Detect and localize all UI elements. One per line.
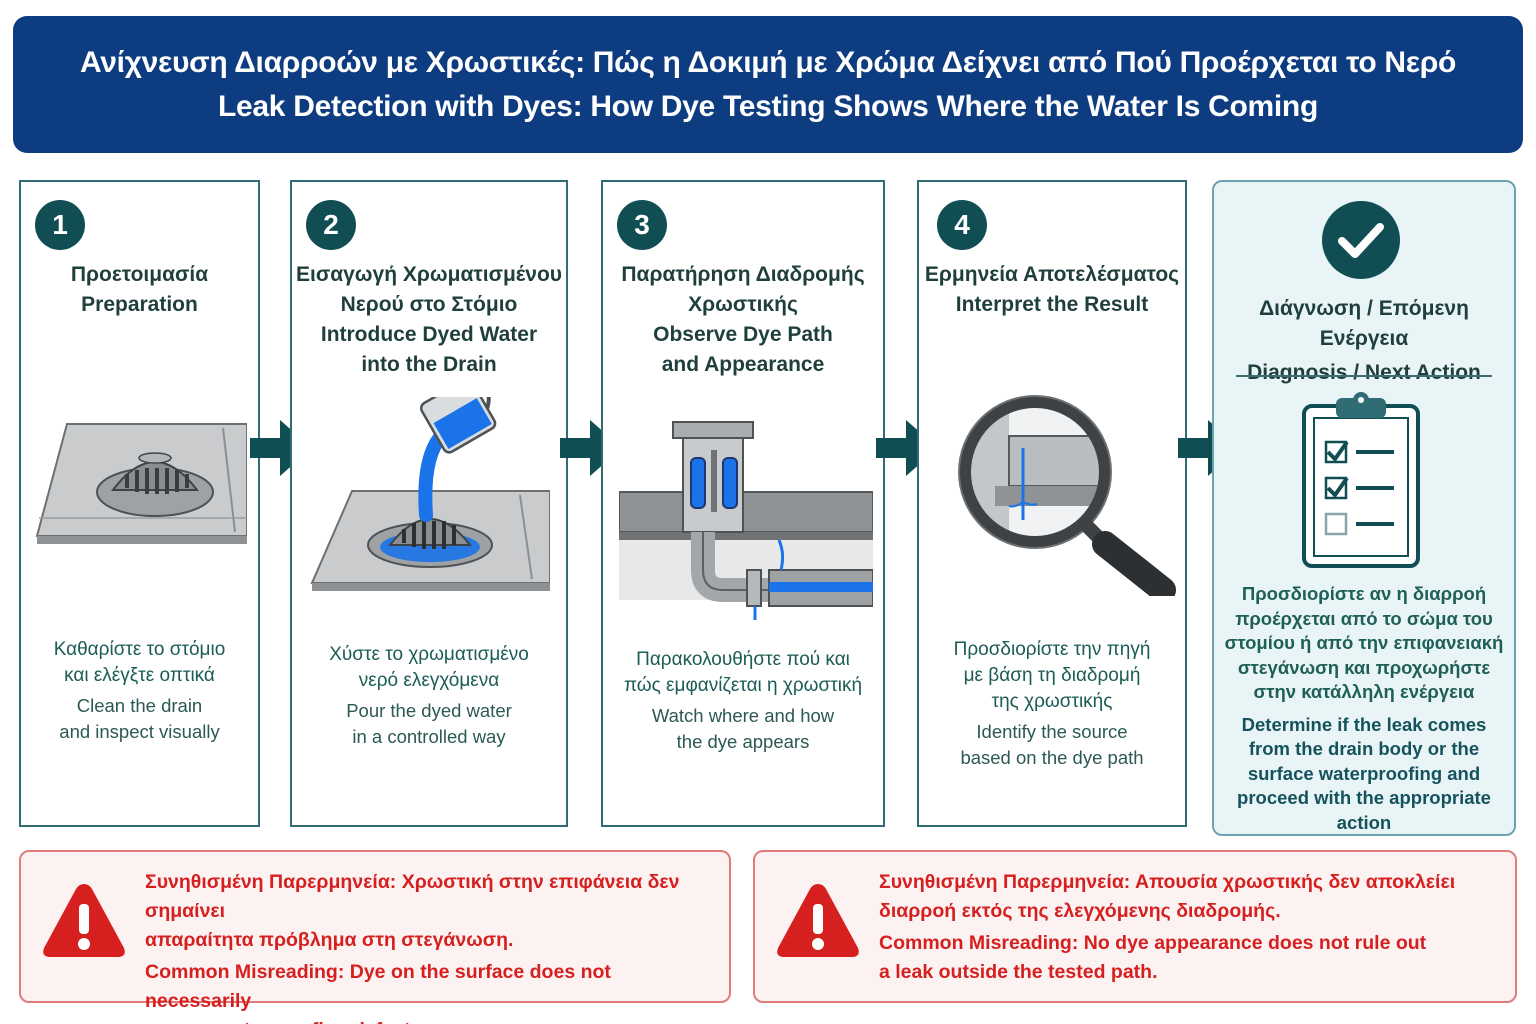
final-gr-line: στεγάνωση και προχωρήστε xyxy=(1237,656,1491,678)
desc-en-line: the dye appears xyxy=(676,731,810,752)
magnifier-icon xyxy=(958,395,1176,596)
step-title-greek: Ερμηνεία Αποτελέσματος xyxy=(924,263,1180,286)
step-number-badge: 2 xyxy=(306,200,356,250)
final-gr-line: προέρχεται από το σώμα του xyxy=(1235,607,1493,629)
final-gr-line: στην κατάλληλη ενέργεια xyxy=(1253,681,1475,702)
desc-en-line: Identify the source xyxy=(976,721,1128,742)
desc-gr-line: Παρακολουθήστε πού και xyxy=(636,649,850,670)
desc-en-line: Clean the drain xyxy=(76,695,203,716)
header-banner: Ανίχνευση Διαρροών με Χρωστικές: Πώς η Δ… xyxy=(13,16,1523,153)
step-card-1: 1 Προετοιμασία Preparation Καθαρίστε το … xyxy=(19,180,260,827)
step-title-english: into the Drain xyxy=(361,353,497,376)
warning-en-line: mean a waterproofing defect. xyxy=(145,1016,715,1024)
warning-gr-line: Συνηθισμένη Παρερμηνεία: Απουσία χρωστικ… xyxy=(879,871,1456,893)
desc-gr-line: και ελέγξτε οπτικά xyxy=(64,665,215,686)
warning-gr-line: απαραίτητα πρόβλημα στη στεγάνωση. xyxy=(145,929,514,951)
step-title: Παρατήρηση Διαδρομής Χρωστικής Observe D… xyxy=(603,260,883,380)
warning-gr-line: διαρροή εκτός της ελεγχόμενης διαδρομής. xyxy=(879,900,1281,922)
warning-box-1: Συνηθισμένη Παρερμηνεία: Χρωστική στην ε… xyxy=(19,850,731,1024)
clipboard-checklist-icon xyxy=(1302,392,1420,568)
step-number-badge: 4 xyxy=(937,200,987,250)
warning-text: Συνηθισμένη Παρερμηνεία: Χρωστική στην ε… xyxy=(145,868,715,1024)
diagnosis-title-english: Diagnosis / Next Action xyxy=(1247,361,1481,384)
step-title-greek: Νερού στο Στόμιο xyxy=(340,293,518,316)
desc-gr-line: Χύστε το χρωματισμένο xyxy=(329,644,529,665)
diagnosis-title: Διάγνωση / Επόμενη Ενέργεια Diagnosis / … xyxy=(1214,294,1514,388)
warning-en-line: Common Misreading: No dye appearance doe… xyxy=(879,932,1427,954)
drain-cross-section-icon xyxy=(619,421,873,620)
warning-en-line: Common Misreading: Dye on the surface do… xyxy=(145,961,611,1012)
warning-text: Συνηθισμένη Παρερμηνεία: Απουσία χρωστικ… xyxy=(879,868,1501,987)
step-title-greek: Χρωστικής xyxy=(688,293,798,316)
final-en-line: Determine if the leak comes xyxy=(1241,713,1487,735)
final-en-line: surface waterproofing and xyxy=(1247,762,1481,784)
pouring-dye-icon xyxy=(310,397,550,591)
step-title: Προετοιμασία Preparation xyxy=(21,260,258,320)
warning-icon xyxy=(43,884,125,957)
step-title-english: Observe Dye Path xyxy=(653,323,833,346)
desc-en-line: Watch where and how xyxy=(651,705,835,726)
step-card-2: 2 Εισαγωγή Χρωματισμένου Νερού στο Στόμι… xyxy=(290,180,568,827)
title-greek: Ανίχνευση Διαρροών με Χρωστικές: Πώς η Δ… xyxy=(79,45,1456,79)
desc-gr-line: Προσδιορίστε την πηγή xyxy=(953,639,1151,660)
arrow-right-icon xyxy=(876,420,938,476)
step-title-greek: Προετοιμασία xyxy=(70,263,209,286)
step-title: Ερμηνεία Αποτελέσματος Interpret the Res… xyxy=(919,260,1185,320)
final-gr-line: στομίου ή από την επιφανειακή xyxy=(1224,632,1504,653)
step-description: Παρακολουθήστε πού και πώς εμφανίζεται η… xyxy=(603,647,883,755)
step-title-greek: Εισαγωγή Χρωματισμένου xyxy=(296,263,562,286)
final-en-line: from the drain body or the xyxy=(1248,738,1480,759)
step-description: Καθαρίστε το στόμιο και ελέγξτε οπτικά C… xyxy=(21,637,258,745)
step-title: Εισαγωγή Χρωματισμένου Νερού στο Στόμιο … xyxy=(292,260,566,380)
desc-gr-line: με βάση τη διαδρομή xyxy=(963,665,1141,686)
arrow-right-icon xyxy=(560,420,622,476)
diagnosis-description: Προσδιορίστε αν η διαρροή προέρχεται από… xyxy=(1214,582,1514,835)
step-title-greek: Παρατήρηση Διαδρομής xyxy=(621,263,865,286)
final-en-line: action xyxy=(1336,811,1392,833)
checkmark-icon xyxy=(1322,201,1400,279)
desc-gr-line: νερό ελεγχόμενα xyxy=(358,670,500,691)
warning-en-line: a leak outside the tested path. xyxy=(879,961,1158,983)
step-description: Χύστε το χρωματισμένο νερό ελεγχόμενα Po… xyxy=(292,642,566,750)
warning-box-2: Συνηθισμένη Παρερμηνεία: Απουσία χρωστικ… xyxy=(753,850,1517,1003)
step-number-badge: 1 xyxy=(35,200,85,250)
title-english: Leak Detection with Dyes: How Dye Testin… xyxy=(218,89,1318,123)
step-title-english: Preparation xyxy=(81,293,198,316)
floor-drain-icon xyxy=(35,423,247,544)
arrow-right-icon xyxy=(250,420,312,476)
warning-icon xyxy=(777,884,859,957)
desc-en-line: Pour the dyed water xyxy=(346,700,512,721)
step-description: Προσδιορίστε την πηγή με βάση τη διαδρομ… xyxy=(919,637,1185,771)
final-en-line: proceed with the appropriate xyxy=(1237,787,1491,808)
step-title-english: Introduce Dyed Water xyxy=(320,323,538,346)
diagnosis-panel: Διάγνωση / Επόμενη Ενέργεια Diagnosis / … xyxy=(1212,180,1516,836)
desc-gr-line: πώς εμφανίζεται η χρωστική xyxy=(623,675,863,696)
step-card-4: 4 Ερμηνεία Αποτελέσματος Interpret the R… xyxy=(917,180,1187,827)
diagnosis-title-greek: Διάγνωση / Επόμενη Ενέργεια xyxy=(1259,297,1469,350)
step-title-english: and Appearance xyxy=(661,353,825,376)
final-gr-line: Προσδιορίστε αν η διαρροή xyxy=(1241,583,1487,604)
desc-gr-line: Καθαρίστε το στόμιο xyxy=(53,639,226,660)
step-card-3: 3 Παρατήρηση Διαδρομής Χρωστικής Observe… xyxy=(601,180,885,827)
divider xyxy=(1236,375,1492,377)
desc-en-line: in a controlled way xyxy=(352,726,506,747)
step-title-english: Interpret the Result xyxy=(955,293,1149,316)
arrow-right-icon xyxy=(1178,420,1240,476)
desc-en-line: based on the dye path xyxy=(960,747,1144,768)
step-number-badge: 3 xyxy=(617,200,667,250)
desc-gr-line: της χρωστικής xyxy=(991,691,1113,712)
warning-gr-line: Συνηθισμένη Παρερμηνεία: Χρωστική στην ε… xyxy=(145,871,680,922)
desc-en-line: and inspect visually xyxy=(59,721,220,742)
